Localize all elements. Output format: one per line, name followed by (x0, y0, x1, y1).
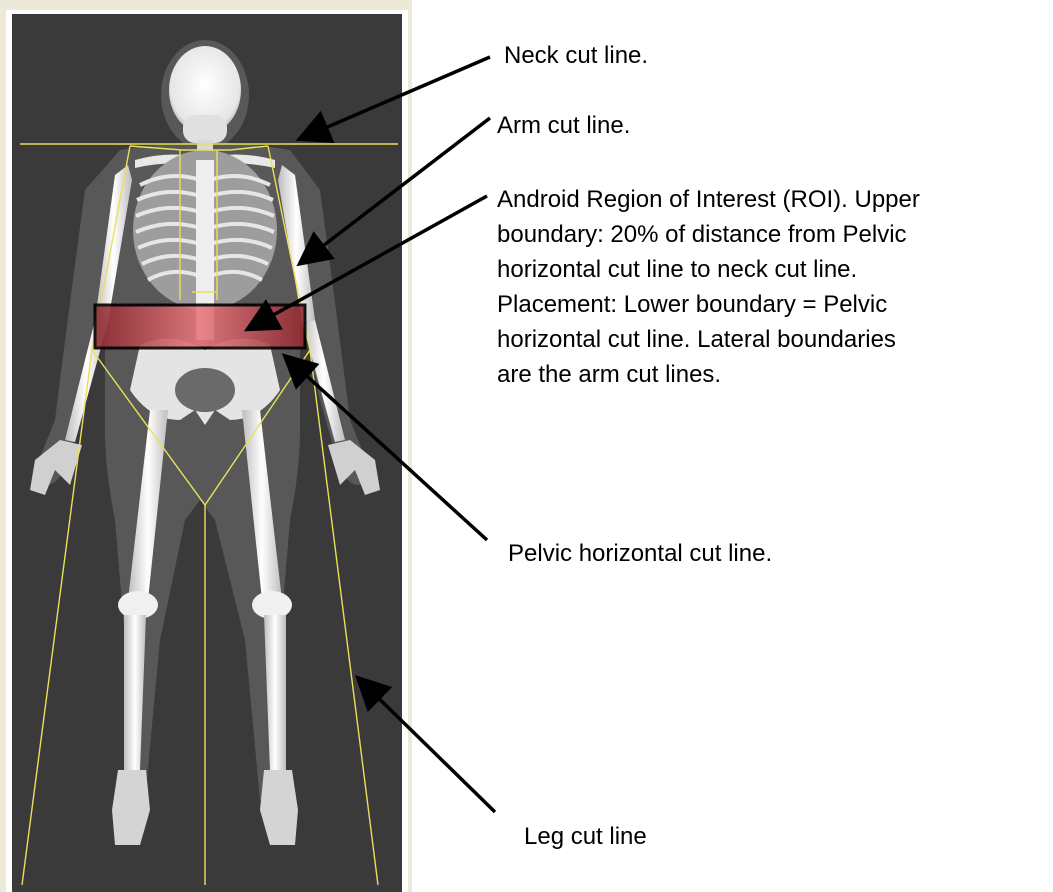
roi-description-line: boundary: 20% of distance from Pelvic (497, 217, 1053, 252)
roi-description-line: are the arm cut lines. (497, 357, 1053, 392)
pelvic-cut-label: Pelvic horizontal cut line. (508, 536, 772, 571)
left-knee (118, 591, 158, 619)
roi-description-line: horizontal cut line. Lateral boundaries (497, 322, 1053, 357)
roi-description-line: horizontal cut line to neck cut line. (497, 252, 1053, 287)
pelvic-inlet (175, 368, 235, 412)
arm-cut-label: Arm cut line. (497, 108, 630, 143)
jaw (183, 115, 227, 143)
roi-description: Android Region of Interest (ROI). Upper … (497, 182, 1053, 392)
leg-cut-label: Leg cut line (524, 819, 647, 854)
android-roi (95, 305, 305, 348)
neck-cut-label: Neck cut line. (504, 38, 648, 73)
roi-description-line: Placement: Lower boundary = Pelvic (497, 287, 1053, 322)
right-knee (252, 591, 292, 619)
roi-description-line: Android Region of Interest (ROI). Upper (497, 182, 1053, 217)
